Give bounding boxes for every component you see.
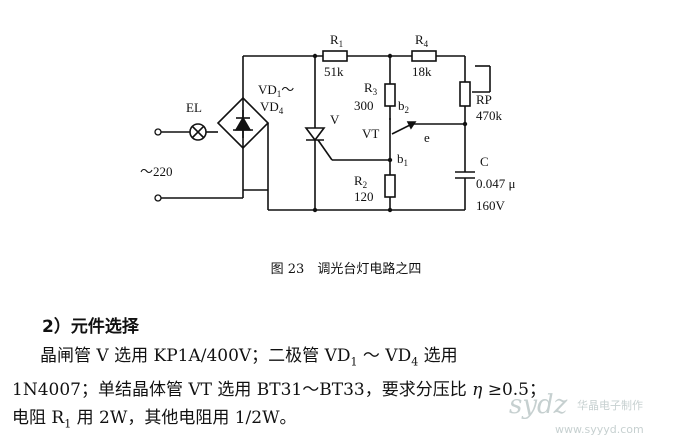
capacitor-value: 0.047 μ	[476, 176, 516, 191]
rp-label: RP	[476, 92, 492, 107]
svg-text:VD1～: VD1～	[258, 82, 294, 99]
capacitor-voltage: 160V	[476, 198, 506, 213]
r1-value: 51k	[324, 64, 344, 79]
circuit-diagram: R1 51k R4 18k VD1～ VD4 EL R3 300 b2 RP 4…	[140, 32, 516, 213]
svg-text:R4: R4	[415, 32, 429, 49]
section-title: 2）元件选择	[42, 317, 139, 337]
resistor-r3	[384, 83, 396, 107]
svg-text:R1: R1	[330, 32, 343, 49]
svg-text:b2: b2	[398, 98, 409, 115]
r4-value: 18k	[412, 64, 432, 79]
emitter-label: e	[424, 130, 430, 145]
paragraph-line-2: 1N4007；单结晶体管 VT 选用 BT31～BT33，要求分压比 η ≥0.…	[12, 380, 546, 401]
capacitor-label: C	[480, 154, 489, 169]
svg-text:VD4: VD4	[260, 99, 284, 116]
figure-caption: 图 23 调光台灯电路之四	[270, 262, 422, 277]
ujt-label: VT	[362, 126, 379, 141]
svg-text:R3: R3	[364, 80, 378, 97]
component-selection-paragraph: 晶闸管 V 选用 KP1A/400V；二极管 VD1 ～ VD4 选用 1N40…	[12, 342, 682, 439]
r2-value: 120	[354, 189, 374, 204]
lamp-label: EL	[186, 100, 202, 115]
paragraph-line-1: 晶闸管 V 选用 KP1A/400V；二极管 VD1 ～ VD4 选用	[40, 346, 458, 369]
r3-value: 300	[354, 98, 374, 113]
resistor-r1	[322, 50, 348, 62]
potentiometer-rp	[459, 81, 471, 107]
resistor-r2	[384, 174, 396, 198]
resistor-r4	[411, 50, 437, 62]
svg-text:b1: b1	[397, 151, 408, 168]
paragraph-line-3: 电阻 R1 用 2W，其他电阻用 1/2W。	[12, 408, 297, 431]
supply-label: ～220	[140, 164, 173, 179]
diode-bridge	[216, 96, 270, 150]
thyristor-label: V	[330, 112, 340, 127]
svg-text:R2: R2	[354, 173, 367, 190]
thyristor-v	[304, 127, 326, 142]
rp-value: 470k	[476, 108, 503, 123]
